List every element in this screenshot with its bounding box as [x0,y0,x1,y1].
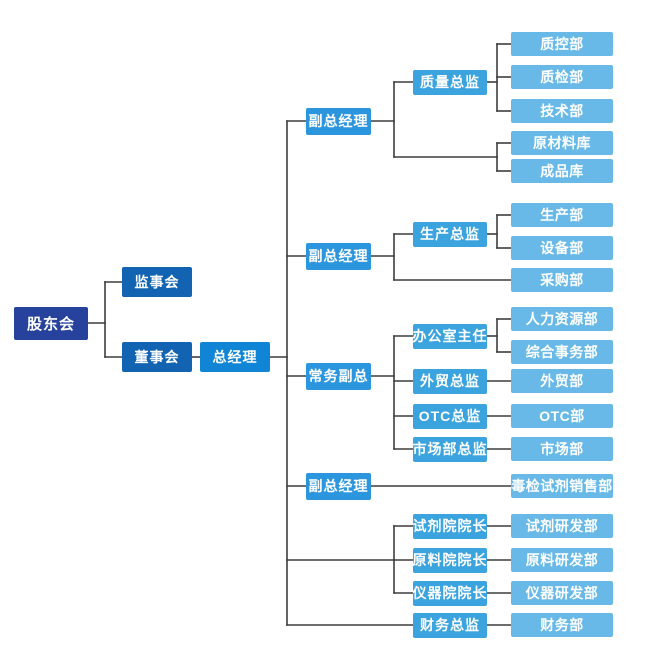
org-node-vgm2: 副总经理 [306,242,371,270]
org-node-dir-quality: 质量总监 [413,69,487,95]
org-node-dept-reagent-rd: 试剂研发部 [511,514,613,538]
org-node-vgm3: 副总经理 [306,472,371,500]
org-node-dept-toxsales: 毒检试剂销售部 [511,474,613,498]
org-node-dept-purchasing: 采购部 [511,268,613,292]
org-node-dir-trade: 外贸总监 [413,368,487,394]
org-node-dir-instrument: 仪器院院长 [413,580,487,606]
org-node-dir-otc: OTC总监 [413,403,487,429]
org-node-shareholders: 股东会 [14,306,88,340]
org-node-dept-equipment: 设备部 [511,236,613,260]
org-node-dept-instrument-rd: 仪器研发部 [511,581,613,605]
org-node-dir-production: 生产总监 [413,221,487,247]
org-node-evgm: 常务副总 [306,362,371,390]
org-node-supervisory: 监事会 [122,267,192,297]
org-node-dir-material: 原料院院长 [413,547,487,573]
org-node-dept-rawmat: 原材料库 [511,131,613,155]
org-node-dept-production: 生产部 [511,203,613,227]
org-node-dept-trade: 外贸部 [511,369,613,393]
org-node-vgm1: 副总经理 [306,107,371,135]
org-node-dir-finance: 财务总监 [413,612,487,638]
org-node-dir-reagent: 试剂院院长 [413,513,487,539]
org-node-dept-hr: 人力资源部 [511,307,613,331]
org-node-dir-market: 市场部总监 [413,436,487,462]
org-node-dept-finance: 财务部 [511,613,613,637]
org-node-dept-tech: 技术部 [511,99,613,123]
org-node-dept-qi: 质检部 [511,65,613,89]
org-node-dept-market: 市场部 [511,437,613,461]
org-node-dept-otc: OTC部 [511,404,613,428]
org-node-dept-material-rd: 原料研发部 [511,548,613,572]
org-node-gm: 总经理 [200,342,270,372]
org-node-dir-office: 办公室主任 [413,323,487,349]
org-node-board: 董事会 [122,342,192,372]
org-node-dept-finished: 成品库 [511,159,613,183]
org-node-dept-general: 综合事务部 [511,340,613,364]
org-node-dept-qc: 质控部 [511,32,613,56]
